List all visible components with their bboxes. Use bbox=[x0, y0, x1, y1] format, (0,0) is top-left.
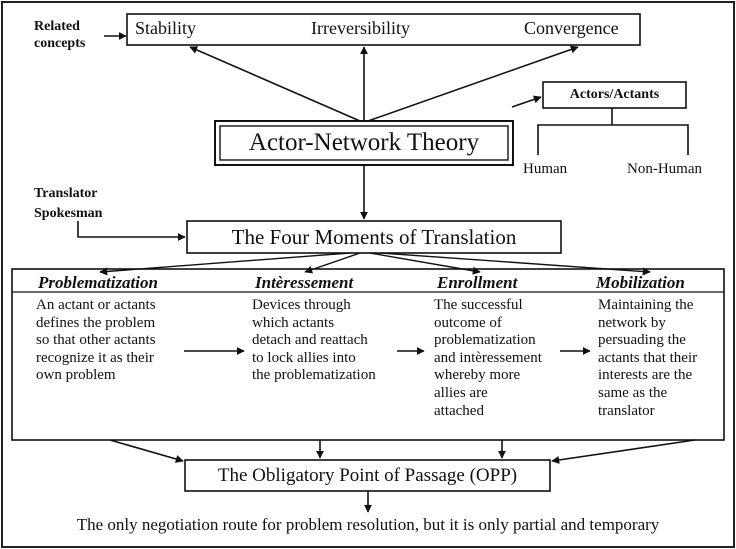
arrow-to-convergence bbox=[367, 45, 579, 122]
ant-title-box-inner bbox=[219, 125, 509, 161]
four-moments-title: The Four Moments of Translation bbox=[231, 225, 517, 249]
spokesman-line: Spokesman bbox=[34, 206, 103, 221]
desc-line: which actants bbox=[252, 314, 335, 331]
moment-desc-enrollment: The successful outcome of problematizati… bbox=[434, 297, 542, 420]
footer-text: The only negotiation route for problem r… bbox=[76, 515, 660, 534]
desc-line: the problematization bbox=[252, 367, 376, 384]
desc-line: and intèressement bbox=[434, 349, 542, 366]
arrow-down-1 bbox=[109, 439, 184, 463]
moment-title-enrollment: Enrollment bbox=[437, 273, 518, 292]
translator-label: Translator Spokesman bbox=[34, 184, 102, 224]
desc-line: The successful bbox=[434, 297, 523, 313]
concept-irreversibility: Irreversibility bbox=[311, 18, 410, 38]
actors-branch-human: Human bbox=[523, 161, 568, 177]
desc-line: defines the problem bbox=[36, 314, 156, 331]
actors-tree bbox=[537, 124, 689, 155]
desc-line: problematization bbox=[434, 332, 536, 349]
desc-line: attached bbox=[434, 402, 484, 419]
desc-line: so that other actants bbox=[36, 332, 156, 349]
moment-title-mobilization: Mobilization bbox=[596, 273, 685, 292]
actors-box bbox=[542, 81, 687, 109]
desc-line: interests are the bbox=[598, 367, 693, 384]
desc-line: recognize it as their bbox=[36, 349, 154, 366]
desc-line: same as the bbox=[598, 384, 668, 401]
related-concepts-line: concepts bbox=[34, 36, 86, 51]
opp-title: The Obligatory Point of Passage (OPP) bbox=[217, 465, 518, 486]
moment-title-problematization: Problematization bbox=[38, 273, 158, 292]
desc-line: own problem bbox=[36, 367, 116, 384]
moment-desc-interessement: Devices through which actants detach and… bbox=[252, 297, 376, 385]
moments-table bbox=[11, 268, 725, 441]
moment-title-interessement: Intèressement bbox=[255, 273, 354, 292]
translator-line: Translator bbox=[34, 186, 98, 201]
actors-title: Actors/Actants bbox=[569, 87, 660, 102]
moment-desc-problematization: An actant or actants defines the problem… bbox=[36, 297, 156, 385]
arrow-to-actors bbox=[511, 95, 542, 108]
desc-line: translator bbox=[598, 402, 655, 419]
desc-line: whereby more bbox=[434, 367, 521, 384]
desc-line: actants that their bbox=[598, 349, 698, 366]
desc-line: allies are bbox=[434, 384, 488, 401]
arrow-down-4 bbox=[551, 439, 696, 464]
actors-branch-non-human: Non-Human bbox=[627, 161, 702, 177]
related-concepts-label: Related concepts bbox=[34, 18, 85, 52]
related-concepts-box bbox=[126, 13, 641, 46]
moment-desc-mobilization: Maintaining the network by persuading th… bbox=[598, 297, 697, 420]
arrow-to-stability bbox=[189, 46, 361, 122]
desc-line: detach and reattach bbox=[252, 332, 368, 349]
concept-stability: Stability bbox=[135, 18, 197, 38]
desc-line: Devices through bbox=[252, 297, 351, 313]
desc-line: persuading the bbox=[598, 332, 686, 349]
related-concepts-line: Related bbox=[34, 19, 80, 34]
concept-convergence: Convergence bbox=[524, 18, 619, 38]
ant-title: Actor-Network Theory bbox=[248, 129, 480, 156]
desc-line: An actant or actants bbox=[36, 297, 156, 313]
desc-line: network by bbox=[598, 314, 666, 331]
translator-arrow bbox=[77, 221, 186, 241]
desc-line: outcome of bbox=[434, 314, 502, 331]
desc-line: Maintaining the bbox=[598, 297, 694, 313]
desc-line: to lock allies into bbox=[252, 349, 356, 366]
